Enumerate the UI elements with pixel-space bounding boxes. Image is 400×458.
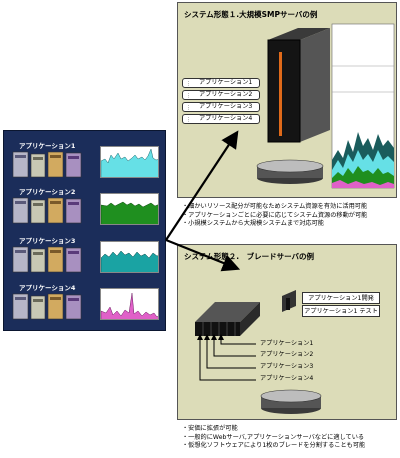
left-row-label-2: アプリケーション2 xyxy=(19,188,76,196)
smp-app-tag-1: ⋮アプリケーション1 xyxy=(182,78,260,88)
smp-app-label-1: アプリケーション1 xyxy=(199,79,253,86)
usage-chart-4 xyxy=(100,288,159,320)
smp-usage-chart xyxy=(331,23,395,189)
smp-note-3: ・小規模システムから大規模システムまで対応可能 xyxy=(182,220,324,228)
smp-server-icon xyxy=(267,28,330,143)
blade-connector-lines xyxy=(199,338,256,381)
smp-app-label-3: アプリケーション3 xyxy=(199,103,253,110)
panel-smp-title: システム形態１.大規模SMPサーバの例 xyxy=(184,10,318,19)
smp-note-1: ・細かいリソース配分が可能なためシステム資源を有効に活用可能 xyxy=(182,203,368,210)
server-group-icon-1 xyxy=(12,149,88,179)
blade-notes: ・安価に拡張が可能 ・一般的にWebサーバ,アプリケーションサーバなどに適してい… xyxy=(182,425,365,451)
server-group-icon-4 xyxy=(12,291,88,321)
blade-label-1: アプリケーション1 xyxy=(260,340,314,347)
multi-server-panel: アプリケーション1 アプリケーション2 アプリケーション3 アプリケーション4 xyxy=(3,130,166,331)
dev-box-develop: アプリケーション1開発 xyxy=(302,292,380,304)
smp-notes: ・細かいリソース配分が可能なためシステム資源を有効に活用可能 ・アプリケーション… xyxy=(182,203,367,229)
server-group-icon-3 xyxy=(12,244,88,274)
usage-chart-1 xyxy=(100,146,159,178)
blade-label-4: アプリケーション4 xyxy=(260,375,314,382)
usage-chart-2 xyxy=(100,193,159,225)
panel-blade-title: システム形態２. ブレードサーバの例 xyxy=(184,252,315,261)
smp-app-tag-2: ⋮アプリケーション2 xyxy=(182,90,260,100)
blade-storage-icon xyxy=(260,389,322,414)
smp-app-label-4: アプリケーション4 xyxy=(199,115,253,122)
smp-app-tag-3: ⋮アプリケーション3 xyxy=(182,102,260,112)
blade-note-3: ・仮想化ソフトウェアにより1枚のブレードを分割することも可能 xyxy=(182,442,366,450)
smp-app-tag-4: ⋮アプリケーション4 xyxy=(182,114,260,124)
blade-note-2: ・一般的にWebサーバ,アプリケーションサーバなどに適している xyxy=(182,433,365,441)
blade-note-1: ・安価に拡張が可能 xyxy=(182,425,238,432)
blade-label-2: アプリケーション2 xyxy=(260,351,314,358)
left-row-label-4: アプリケーション4 xyxy=(19,284,76,292)
blade-dev-icon xyxy=(282,290,296,312)
smp-note-2: ・アプリケーションごとに必要に応じてシステム資源の移動が可能 xyxy=(182,211,368,219)
dev-box-test: アプリケーション1 テスト xyxy=(302,305,380,317)
blade-server-icon xyxy=(195,302,260,336)
smp-storage-icon xyxy=(256,159,324,184)
smp-app-label-2: アプリケーション2 xyxy=(199,91,253,98)
blade-label-3: アプリケーション3 xyxy=(260,363,314,370)
arrow-to-blade xyxy=(165,238,241,272)
arrow-to-smp xyxy=(165,130,239,241)
left-row-label-1: アプリケーション1 xyxy=(19,142,76,150)
usage-chart-3 xyxy=(100,241,159,273)
blade-connector-arrows xyxy=(197,334,224,340)
left-row-label-3: アプリケーション3 xyxy=(19,237,76,245)
server-group-icon-2 xyxy=(12,195,88,225)
